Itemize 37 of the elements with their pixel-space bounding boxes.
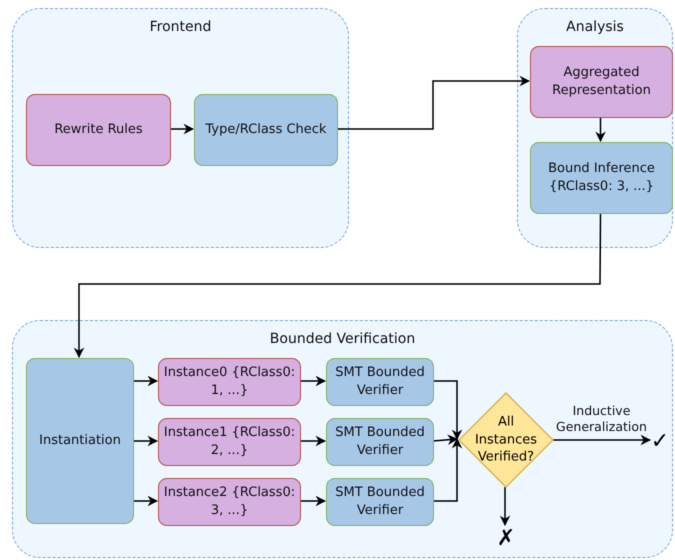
process-box: Instantiation [26,358,134,524]
process-box: Instance2 {RClass0: 3, ...} [158,478,301,526]
process-box: Bound Inference {RClass0: 3, ...} [530,142,673,214]
group-heading: Bounded Verification [268,331,416,347]
process-box: SMT Bounded Verifier [326,418,434,466]
edge-label: Inductive Generalization [555,403,648,436]
arrow [300,436,326,446]
group-panel [12,320,673,558]
arrow [170,124,194,134]
arrow [552,434,652,446]
group-panel [517,8,673,248]
arrow [500,487,510,526]
arrow [133,496,158,506]
decision-label: All Instances Verified? [474,414,538,466]
process-box: Aggregated Representation [530,46,673,118]
process-box: Instance1 {RClass0: 2, ...} [158,418,301,466]
group-panel [12,8,349,248]
cross-mark: ✗ [497,526,515,550]
process-box: SMT Bounded Verifier [326,358,434,406]
group-heading: Analysis [565,19,625,35]
process-box: Rewrite Rules [26,94,171,166]
arrow [300,376,326,386]
group-heading: Frontend [148,19,212,35]
arrow [433,438,462,502]
arrow [133,376,158,386]
process-box: Instance0 {RClass0: 1, ...} [158,358,301,406]
process-box: SMT Bounded Verifier [326,478,434,526]
arrow [133,436,158,446]
arrow [432,434,458,446]
arrow [433,380,462,440]
arrow [337,76,530,130]
arrow [74,213,602,358]
arrow [300,496,326,506]
arrow [595,117,606,142]
check-mark: ✓ [651,429,669,453]
decision-diamond [458,392,554,488]
process-box: Type/RClass Check [194,94,338,166]
